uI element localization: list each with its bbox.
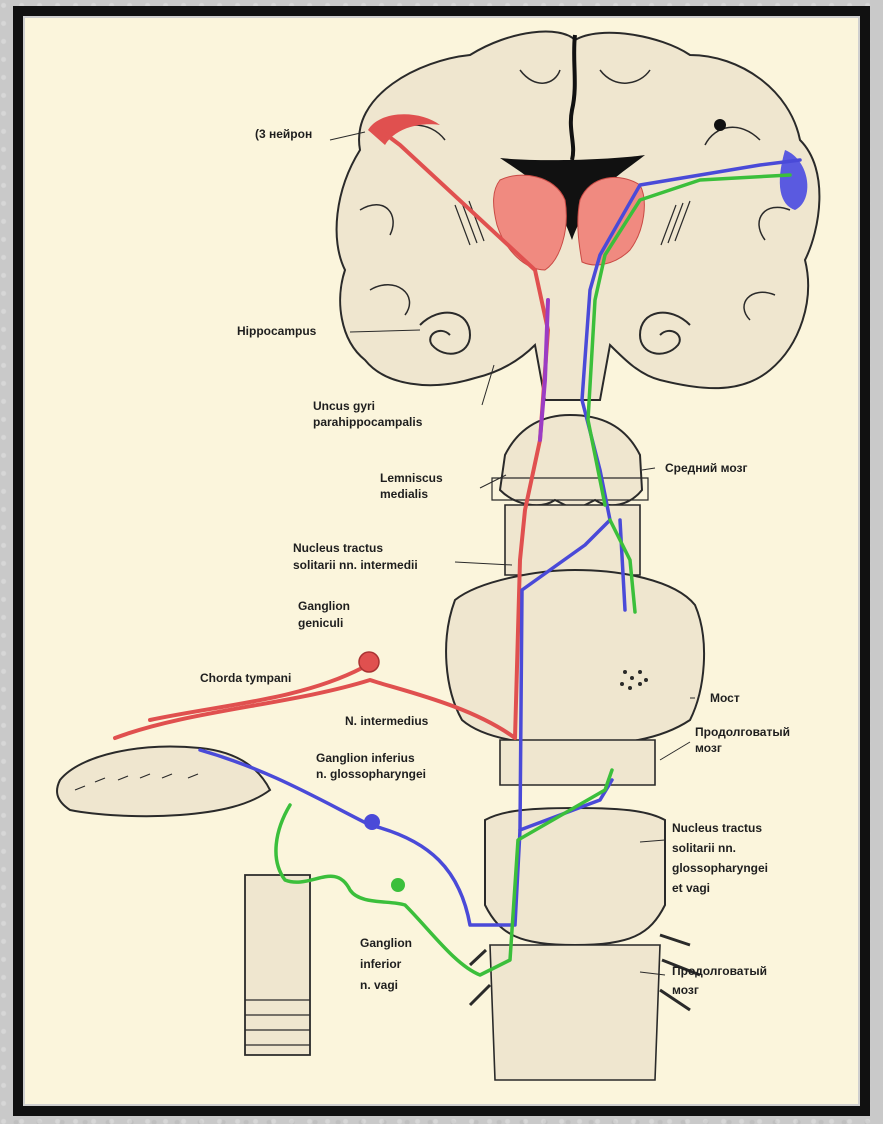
label-ganglion-inferius-gp-1: Ganglion inferius bbox=[316, 751, 415, 765]
ganglion-inferius-glossopharyngei-node bbox=[364, 814, 380, 830]
label-pons: Мост bbox=[710, 691, 740, 705]
label-medulla-upper-2: мозг bbox=[695, 741, 722, 755]
label-chorda-tympani: Chorda tympani bbox=[200, 671, 291, 685]
label-midbrain: Средний мозг bbox=[665, 461, 747, 475]
ganglion-inferior-vagi-node bbox=[391, 878, 405, 892]
label-nucleus-gv-1: Nucleus tractus bbox=[672, 821, 762, 835]
marker-dot bbox=[714, 119, 726, 131]
label-nucleus-int-2: solitarii nn. intermedii bbox=[293, 558, 418, 572]
label-medulla-lower-2: мозг bbox=[672, 983, 699, 997]
ganglion-geniculi-node bbox=[359, 652, 379, 672]
midbrain-structure bbox=[500, 415, 642, 510]
larynx bbox=[245, 875, 310, 1055]
label-nucleus-int-1: Nucleus tractus bbox=[293, 541, 383, 555]
spinal-cord bbox=[490, 945, 660, 1080]
label-nucleus-gv-3: glossopharyngei bbox=[672, 861, 768, 875]
label-ganglion-vagi-1: Ganglion bbox=[360, 936, 412, 950]
brainstem bbox=[446, 415, 704, 1080]
tongue-region bbox=[57, 747, 310, 1055]
label-lemniscus-2: medialis bbox=[380, 487, 428, 501]
label-ganglion-inferius-gp-2: n. glossopharyngei bbox=[316, 767, 426, 781]
label-hippocampus: Hippocampus bbox=[237, 324, 317, 338]
tongue bbox=[57, 747, 270, 817]
label-ganglion-geniculi-1: Ganglion bbox=[298, 599, 350, 613]
label-medulla-lower-1: Продолговатый bbox=[672, 964, 767, 978]
label-ganglion-geniculi-2: geniculi bbox=[298, 616, 343, 630]
medulla-upper-structure bbox=[500, 740, 655, 785]
label-nucleus-gv-2: solitarii nn. bbox=[672, 841, 736, 855]
brain-section bbox=[337, 32, 820, 400]
label-n-intermedius: N. intermedius bbox=[345, 714, 429, 728]
label-medulla-upper-1: Продолговатый bbox=[695, 725, 790, 739]
label-ganglion-vagi-2: inferior bbox=[360, 957, 402, 971]
label-lemniscus-1: Lemniscus bbox=[380, 471, 443, 485]
label-uncus-2: parahippocampalis bbox=[313, 415, 423, 429]
label-neuron3: (3 нейрон bbox=[255, 127, 312, 141]
label-nucleus-gv-4: et vagi bbox=[672, 881, 710, 895]
label-uncus-1: Uncus gyri bbox=[313, 399, 375, 413]
label-ganglion-vagi-3: n. vagi bbox=[360, 978, 398, 992]
